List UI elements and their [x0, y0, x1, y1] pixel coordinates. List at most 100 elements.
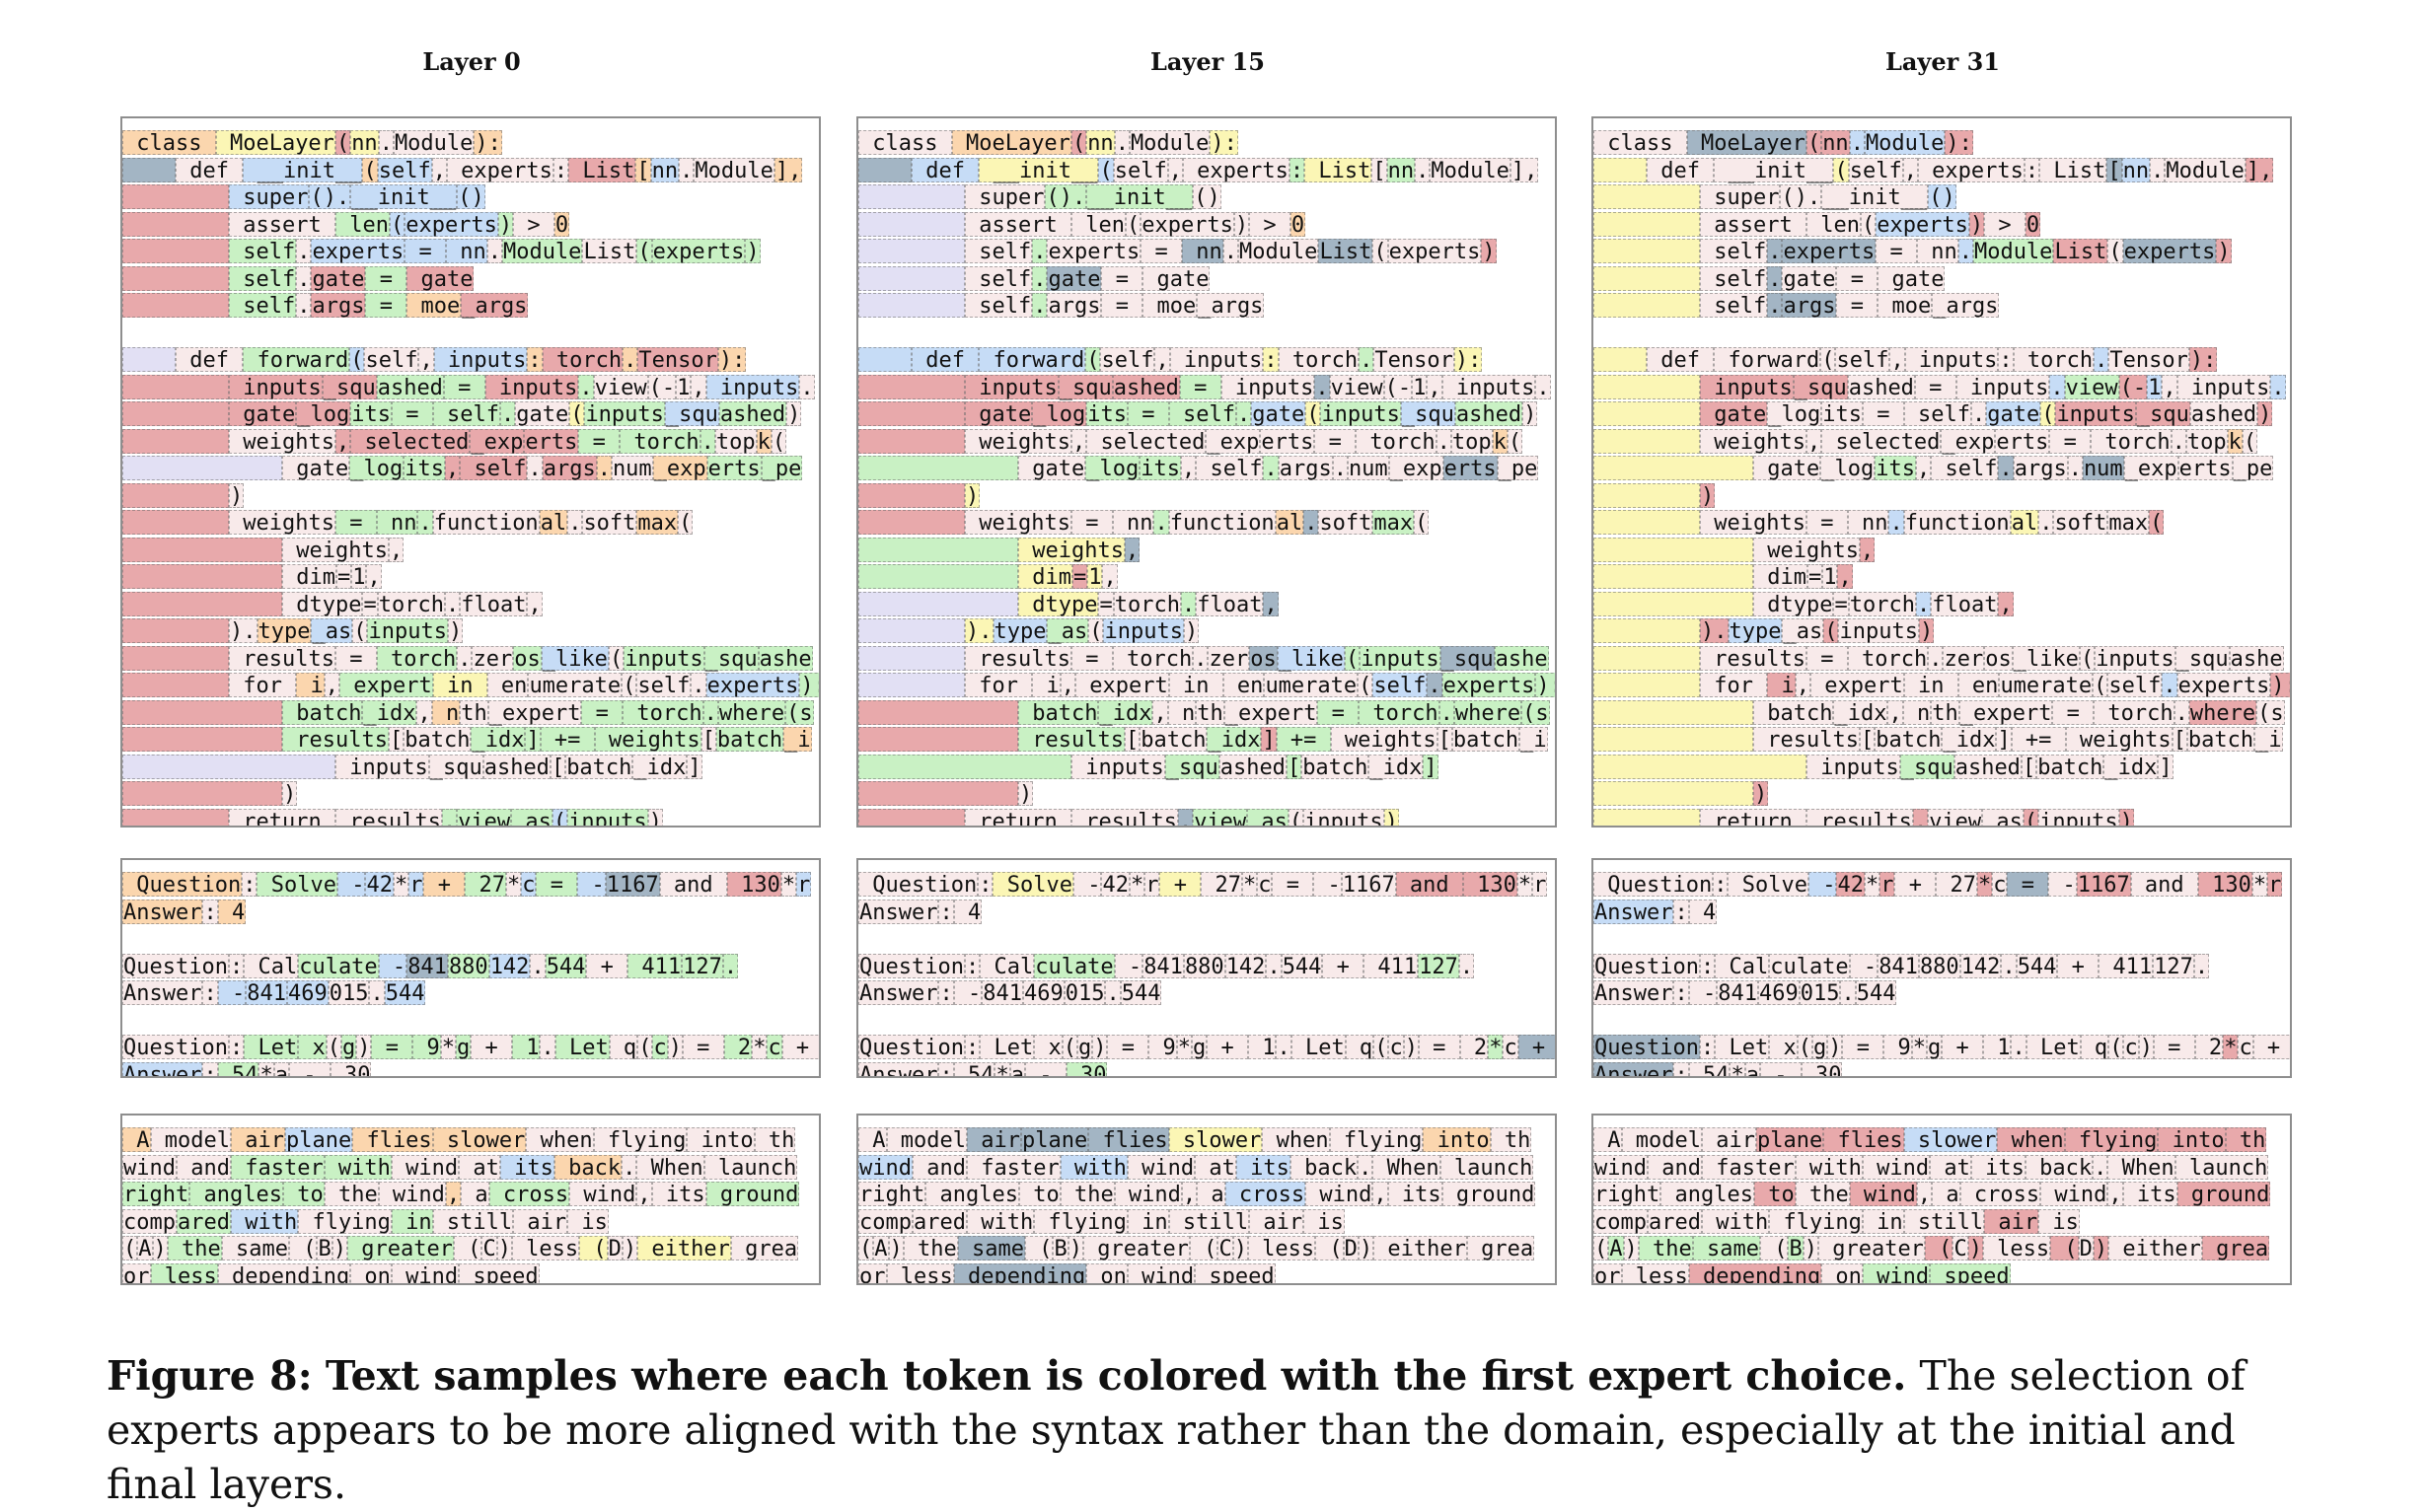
token: self: [364, 347, 419, 374]
token: (: [326, 1035, 341, 1061]
token: greater: [1082, 1236, 1190, 1262]
token: .: [378, 130, 394, 157]
token: erts: [1442, 456, 1498, 482]
token: view: [1193, 808, 1248, 826]
token: gate: [1251, 401, 1306, 428]
token: Module: [393, 130, 475, 157]
token: view: [593, 374, 648, 400]
token: 1: [511, 1035, 541, 1061]
indent-token: [122, 428, 229, 454]
indent-token: [1593, 699, 1753, 725]
token: moe: [1878, 293, 1933, 320]
token: (: [1062, 1035, 1077, 1061]
token: experts: [705, 673, 800, 699]
token: type: [993, 618, 1048, 645]
token: 544: [1120, 980, 1162, 1007]
token: 130: [2197, 872, 2252, 899]
token: weights: [594, 727, 701, 754]
token: .: [2049, 374, 2065, 400]
token: launch: [1439, 1154, 1534, 1181]
token-line: [122, 320, 819, 347]
token: args: [1278, 456, 1333, 482]
token: i: [296, 673, 325, 699]
token: =: [1098, 591, 1114, 617]
token: *: [994, 1061, 1010, 1076]
token: r: [796, 872, 812, 899]
token: return: [965, 808, 1071, 826]
token: ,: [445, 1182, 462, 1208]
token: ,: [431, 157, 447, 183]
token: =: [2007, 872, 2049, 899]
token: torch: [1356, 428, 1436, 455]
token-line: dim=1,: [1593, 563, 2290, 591]
token: ): [1918, 618, 1935, 645]
token: _pe: [2232, 456, 2274, 482]
indent-token: [122, 754, 335, 779]
token: c: [521, 872, 537, 899]
token: =: [334, 645, 377, 672]
token: experts: [2176, 673, 2271, 699]
token: *: [1976, 872, 1993, 899]
token: Module: [1864, 130, 1946, 157]
token: air: [513, 1208, 568, 1235]
token: .: [2173, 699, 2189, 726]
token: wind: [1114, 1182, 1182, 1208]
token: .: [530, 953, 546, 979]
token: angles: [1660, 1182, 1754, 1208]
token: _as: [1982, 808, 2024, 826]
token: Answer: [122, 1061, 203, 1076]
token: ().: [1780, 184, 1822, 211]
token: +=: [540, 727, 595, 754]
token: soft: [2053, 510, 2108, 537]
token: _idx: [1833, 699, 1888, 726]
token: -: [953, 980, 983, 1007]
token-line: self.gate = gate: [1593, 265, 2290, 293]
token: Question: [858, 872, 979, 899]
indent-token: [122, 673, 229, 698]
token: [: [1286, 754, 1302, 780]
token: self: [432, 401, 500, 428]
token: nn: [1847, 510, 1889, 537]
sample-lines: class MoeLayer(nn.Module): def __init__(…: [122, 129, 819, 826]
token: -: [1072, 872, 1102, 899]
token: gate: [515, 401, 570, 428]
token: .: [499, 401, 516, 428]
token: ,: [1372, 1182, 1388, 1208]
token: ).: [965, 618, 994, 645]
token: class: [122, 130, 216, 157]
token: its: [1387, 1182, 1442, 1208]
token: dim: [1018, 564, 1072, 591]
token: =: [365, 265, 407, 292]
token: weights: [229, 510, 335, 537]
token: moe: [406, 293, 462, 320]
token: torch: [2013, 347, 2095, 374]
token: ): [1183, 618, 1200, 645]
token: [: [550, 754, 566, 780]
token: 841: [1717, 980, 1758, 1007]
indent-token: [858, 157, 912, 182]
token: self: [1903, 401, 1971, 428]
token: n: [431, 699, 461, 726]
indent-token: [858, 293, 965, 319]
token: assert: [965, 211, 1071, 238]
token: Question: [122, 872, 243, 899]
token: =: [1070, 510, 1113, 537]
token: (: [1924, 1236, 1953, 1262]
token-line: [858, 925, 1555, 953]
token: (: [2149, 510, 2165, 537]
token: _expert: [487, 699, 582, 726]
token: nn: [650, 157, 680, 183]
token: 9: [1883, 1035, 1912, 1061]
token: .: [1957, 239, 1973, 265]
token: .: [296, 265, 312, 292]
token: ,: [1180, 456, 1197, 482]
token: (: [122, 1236, 138, 1262]
token: selected: [1086, 428, 1207, 455]
indent-token: [122, 265, 229, 291]
indent-token: [122, 157, 176, 182]
token: nn: [2121, 157, 2151, 183]
